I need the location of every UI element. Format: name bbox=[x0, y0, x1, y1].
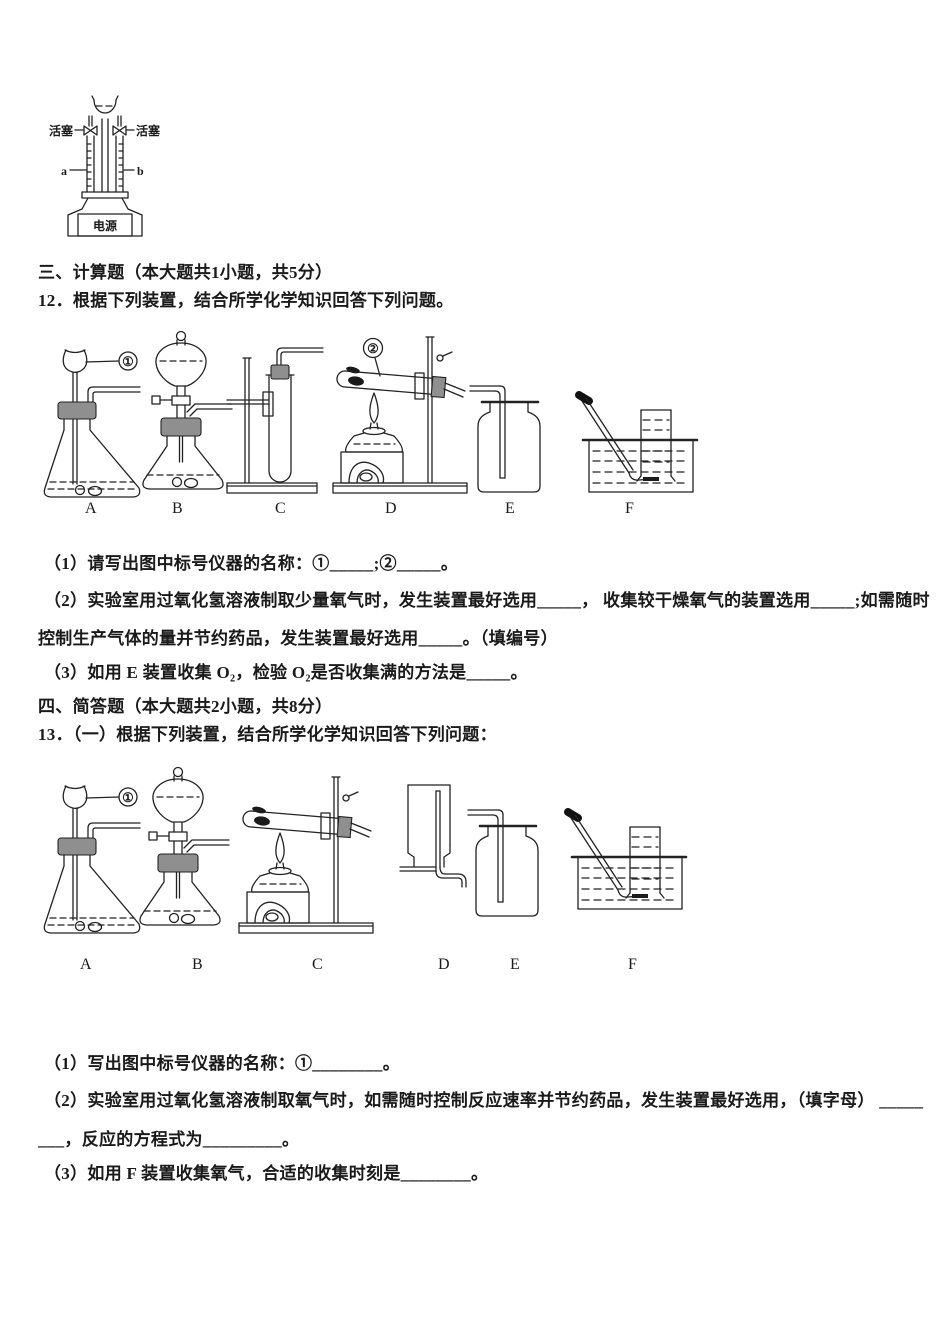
label-d: D bbox=[438, 956, 450, 973]
label-f: F bbox=[625, 500, 634, 517]
q13-part2-line2: ___，反应的方程式为_________。 bbox=[38, 1130, 300, 1149]
q12-apparatus-row: ② A B C D E F bbox=[40, 330, 720, 530]
q12-apparatus-c-test-tube-stand bbox=[226, 347, 324, 494]
q12-part2-line1: （2）实验室用过氧化氢溶液制取少量氧气时，发生装置最好选用_____， 收集较干… bbox=[44, 591, 930, 610]
q13-apparatus-d-inverted-gas-jar bbox=[399, 784, 467, 888]
label-e: E bbox=[505, 500, 515, 517]
label-a: A bbox=[85, 500, 97, 517]
q13-apparatus-a-flask-thistle-funnel bbox=[43, 785, 141, 934]
q12-apparatus-a-flask-thistle-funnel bbox=[43, 349, 141, 498]
q13-intro: 13．（一）根据下列装置，结合所学化学知识回答下列问题： bbox=[38, 725, 497, 744]
section3-heading: 三、计算题（本大题共1小题，共5分） bbox=[38, 263, 333, 282]
label-d: D bbox=[385, 500, 397, 517]
q12-part3-text: （3）如用 E 装置收集 O₂，检验 O₂是否收集满的方法是_____。 bbox=[44, 663, 528, 682]
label-f: F bbox=[628, 956, 637, 973]
label-b: B bbox=[192, 956, 203, 973]
label-c: C bbox=[312, 956, 323, 973]
label-c: C bbox=[275, 500, 286, 517]
q12-intro: 12．根据下列装置，结合所学化学知识回答下列问题。 bbox=[38, 291, 454, 310]
q13-apparatus-f-water-trough bbox=[562, 805, 687, 915]
q13-part1-text: （1）写出图中标号仪器的名称：①________。 bbox=[44, 1054, 400, 1073]
q12-apparatus-e-gas-bottle bbox=[468, 384, 542, 494]
q13-apparatus-e-gas-bottle bbox=[466, 808, 540, 918]
label-e: E bbox=[510, 956, 520, 973]
callout-2-text: ② bbox=[367, 341, 379, 356]
q13-apparatus-c-heated-test-tube bbox=[238, 776, 374, 934]
q12-apparatus-b-flask-separating-funnel bbox=[142, 330, 233, 490]
q12-apparatus-f-water-trough bbox=[573, 388, 698, 498]
q13-part3-text: （3）如用 F 装置收集氧气，合适的收集时刻是________。 bbox=[44, 1164, 489, 1183]
q12-part2-line2: 控制生产气体的量并节约药品，发生装置最好选用_____。（填编号） bbox=[38, 629, 558, 648]
q13-apparatus-b-flask-separating-funnel bbox=[139, 766, 230, 926]
q13-apparatus-row: A B C D E F bbox=[40, 763, 720, 978]
q13-part2-line1: （2）实验室用过氧化氢溶液制取氧气时，如需随时控制反应速率并节约药品，发生装置最… bbox=[44, 1091, 924, 1110]
q12-callout-2: ② bbox=[362, 337, 384, 377]
section4-heading: 四、简答题（本大题共2小题，共8分） bbox=[38, 697, 333, 716]
q12-part1-text: （1）请写出图中标号仪器的名称：①_____;②_____。 bbox=[44, 554, 459, 573]
q12-apparatus-d-heated-test-tube bbox=[332, 336, 468, 494]
label-a: A bbox=[80, 956, 92, 973]
electrolysis-diagram bbox=[48, 95, 162, 237]
label-b: B bbox=[172, 500, 183, 517]
